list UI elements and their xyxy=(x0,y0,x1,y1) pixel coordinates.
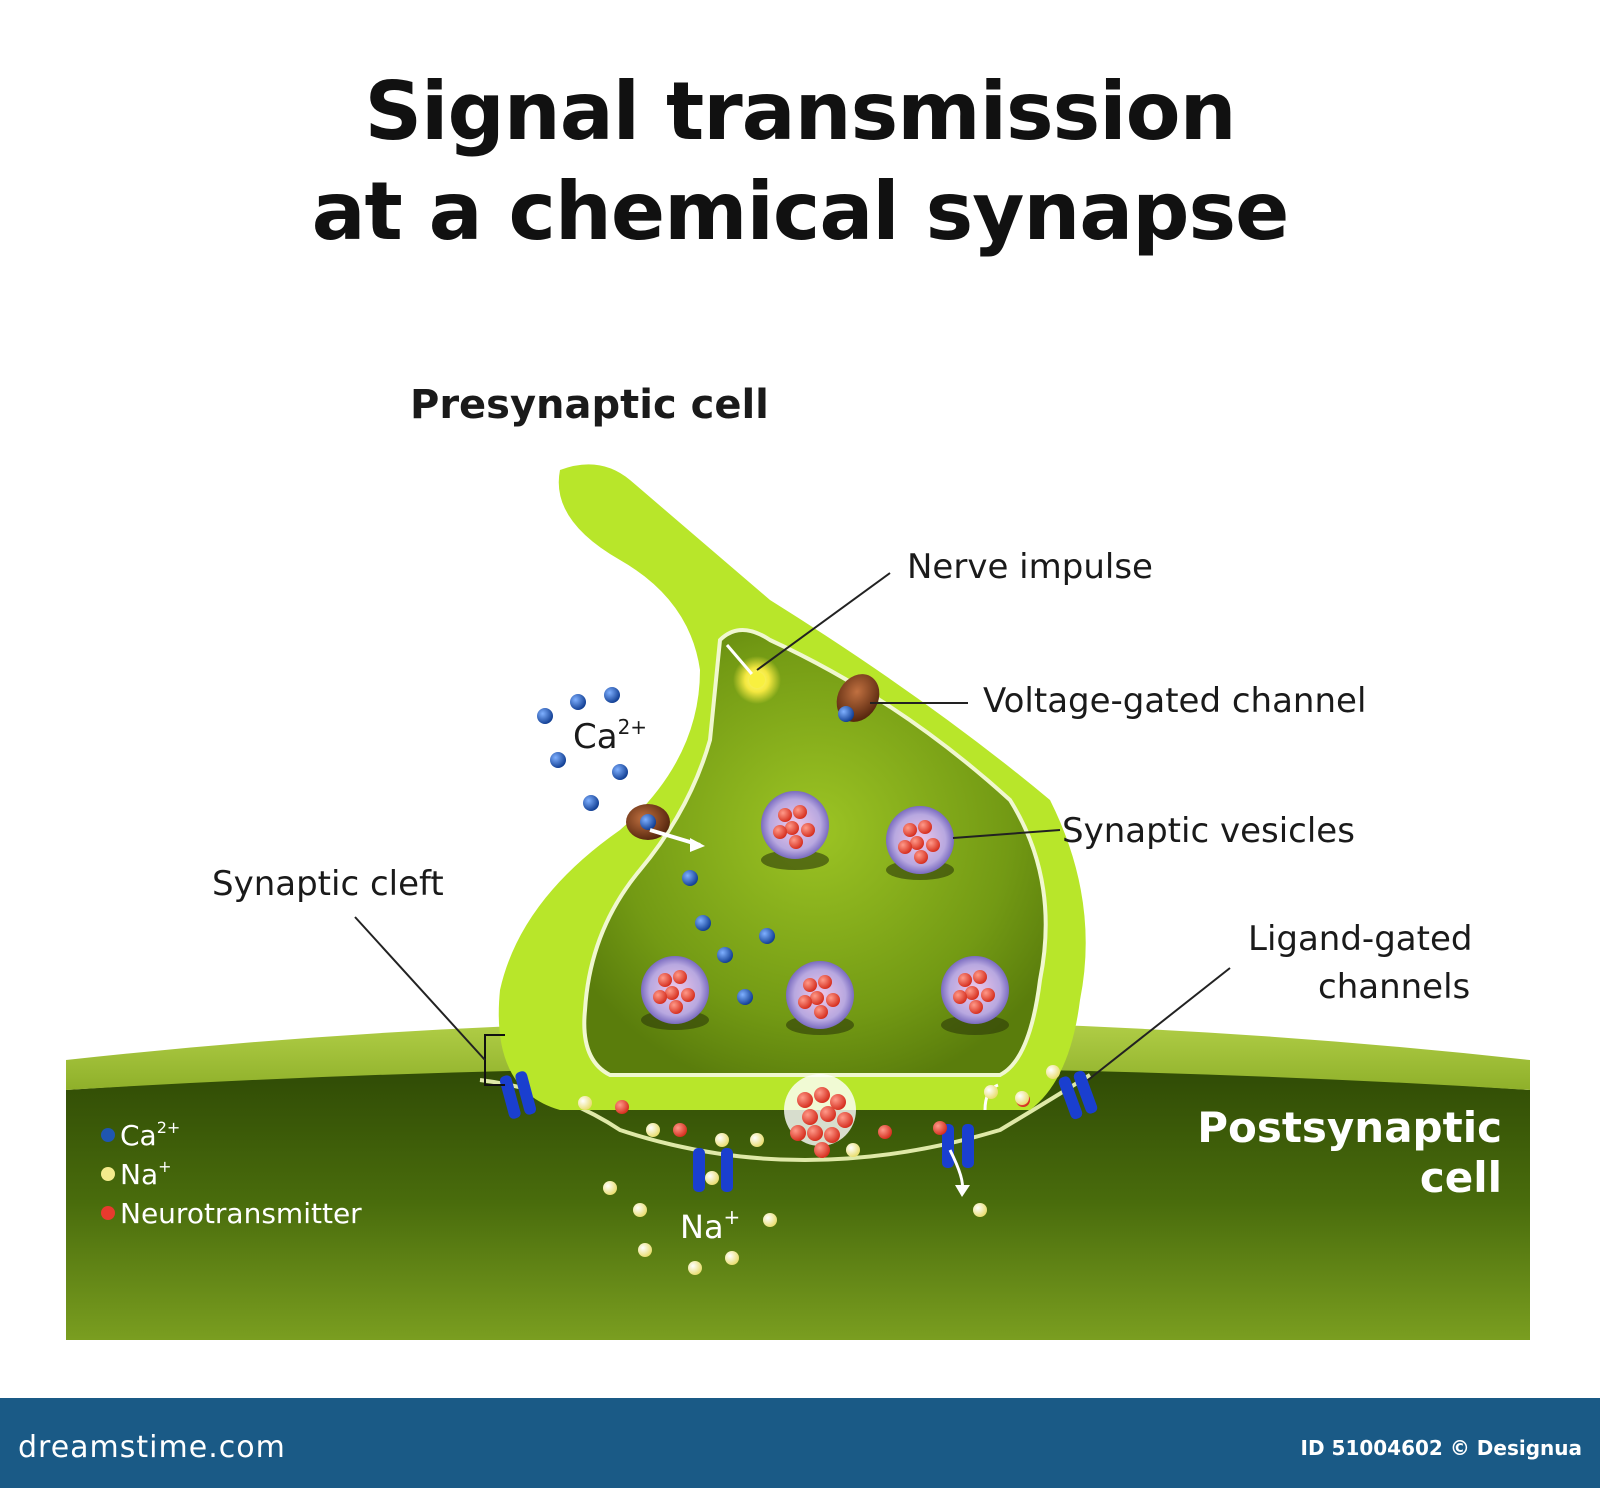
legend: Ca2+ Na+ Neurotransmitter xyxy=(101,1118,362,1230)
nerve-impulse-icon xyxy=(725,644,781,704)
ligand-gated-channels-icon xyxy=(499,1070,1098,1197)
callout-lines xyxy=(354,572,1231,1081)
synapse-diagram: Presynaptic cell Nerve impulse Voltage-g… xyxy=(66,382,1530,1340)
postsynaptic-label-line-1: Postsynaptic xyxy=(1197,1103,1502,1152)
presynaptic-cell-label: Presynaptic cell xyxy=(410,382,769,428)
footer-bar: dreamstime.com ID 51004602 © Designua xyxy=(0,1398,1600,1488)
sodium-ion-symbol: Na xyxy=(680,1208,724,1246)
legend-sodium-label: Na+ xyxy=(120,1157,172,1191)
voltage-gated-channel-label: Voltage-gated channel xyxy=(983,681,1366,721)
sodium-ions xyxy=(578,1065,1060,1275)
vesicle-contents xyxy=(653,805,995,1158)
legend-sodium-symbol: Na xyxy=(120,1158,158,1191)
ligand-gated-label-line-2: channels xyxy=(1318,967,1470,1007)
legend-neurotransmitter-swatch xyxy=(101,1206,115,1220)
nerve-impulse-label: Nerve impulse xyxy=(907,547,1153,587)
legend-calcium-swatch xyxy=(101,1128,115,1142)
synaptic-vesicles-label: Synaptic vesicles xyxy=(1062,811,1355,851)
calcium-ion-label: Ca2+ xyxy=(573,715,647,757)
calcium-ion-symbol: Ca xyxy=(573,717,618,757)
legend-calcium-symbol: Ca xyxy=(120,1119,157,1152)
sodium-ion-label: Na+ xyxy=(680,1205,740,1246)
legend-calcium-label: Ca2+ xyxy=(120,1118,180,1152)
title-line-2: at a chemical synapse xyxy=(311,165,1290,258)
sodium-ion-charge: + xyxy=(724,1205,741,1229)
footer-brand[interactable]: dreamstime.com xyxy=(18,1430,286,1465)
footer-credit: ID 51004602 © Designua xyxy=(1300,1436,1582,1460)
legend-calcium-charge: 2+ xyxy=(157,1118,181,1137)
synaptic-cleft-label: Synaptic cleft xyxy=(212,864,444,904)
ligand-gated-label-line-1: Ligand-gated xyxy=(1248,919,1472,959)
title-line-1: Signal transmission xyxy=(364,65,1236,158)
diagram-title: Signal transmission at a chemical synaps… xyxy=(0,62,1600,262)
calcium-ions xyxy=(537,687,775,1005)
legend-neurotransmitter-label: Neurotransmitter xyxy=(120,1197,362,1230)
legend-sodium-charge: + xyxy=(158,1157,171,1176)
voltage-gated-channel-icon xyxy=(626,674,880,852)
postsynaptic-label-line-2: cell xyxy=(1420,1153,1502,1202)
calcium-ion-charge: 2+ xyxy=(618,715,647,739)
legend-sodium-swatch xyxy=(101,1167,115,1181)
